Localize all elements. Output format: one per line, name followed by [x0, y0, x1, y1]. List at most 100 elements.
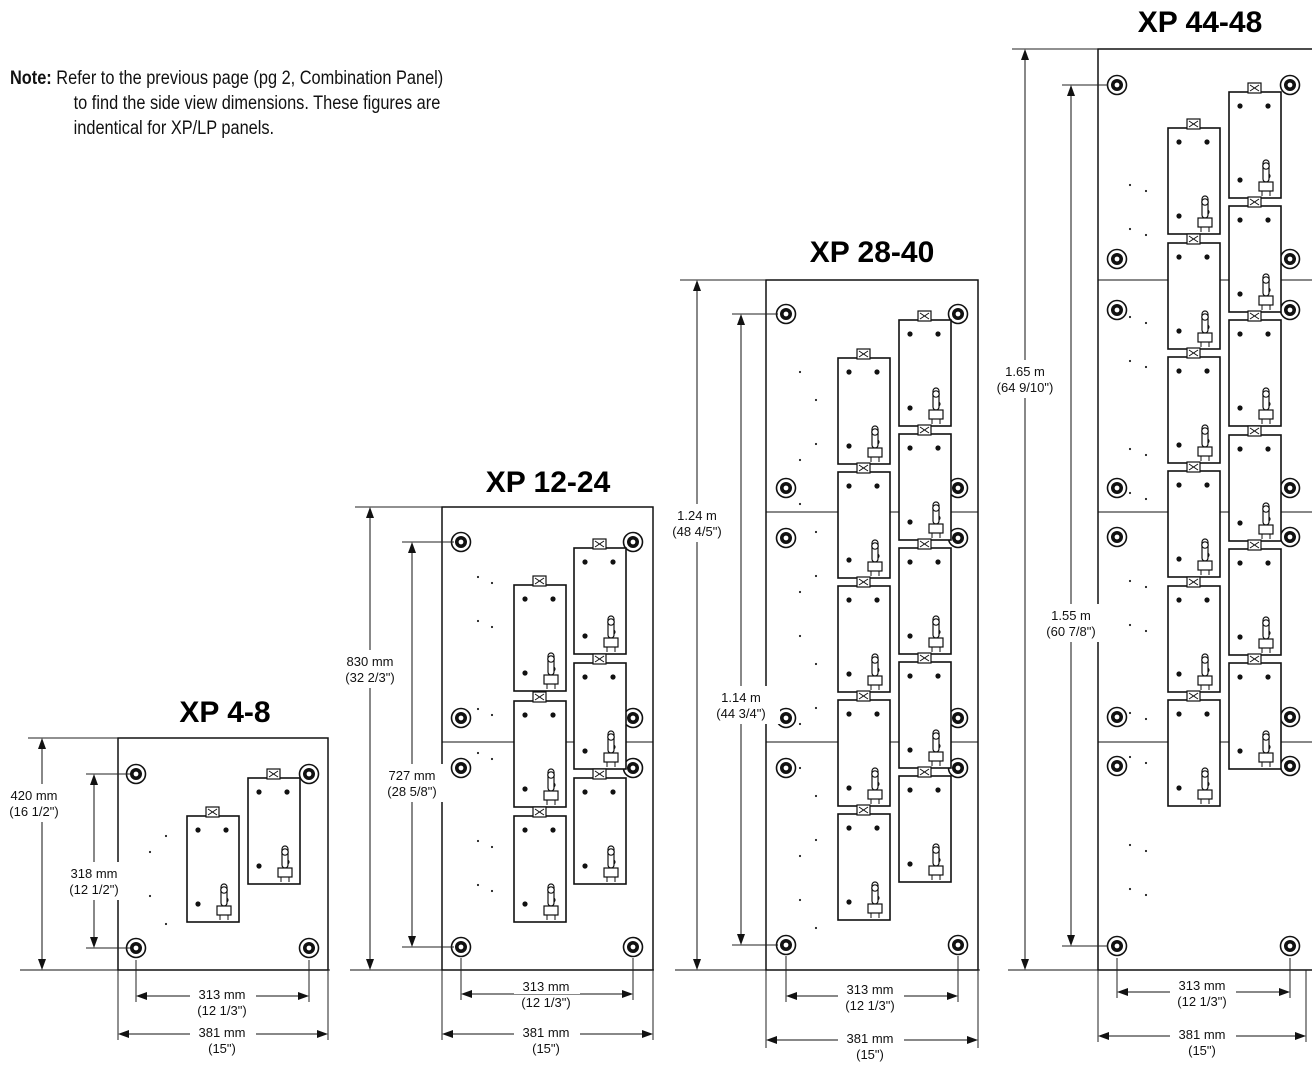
- knockout-dots: [148, 183, 1148, 930]
- overall-width-label: 381 mm: [847, 1031, 894, 1046]
- mount-height-label: 1.55 m: [1051, 608, 1091, 623]
- knockout-dot: [1144, 365, 1148, 369]
- knockout-dot: [1128, 579, 1132, 583]
- knockout-dot: [1128, 711, 1132, 715]
- knockout-dot: [490, 581, 494, 585]
- mount-height-in-label: (44 3/4"): [716, 706, 765, 721]
- mount-height-label: 1.14 m: [721, 690, 761, 705]
- note-line-1: Refer to the previous page (pg 2, Combin…: [56, 68, 444, 89]
- knockout-dot: [798, 854, 802, 858]
- note-line-2: to find the side view dimensions. These …: [73, 93, 441, 114]
- mount-height-in-label: (12 1/2"): [69, 882, 118, 897]
- knockout-dot: [1128, 315, 1132, 319]
- knockout-dot: [798, 458, 802, 462]
- overall-width-label: 381 mm: [1179, 1027, 1226, 1042]
- knockout-dot: [814, 794, 818, 798]
- knockout-dot: [798, 722, 802, 726]
- knockout-dot: [476, 751, 480, 755]
- overall-height-in-label: (16 1/2"): [9, 804, 58, 819]
- overall-width-in-label: (15"): [1188, 1043, 1216, 1058]
- knockout-dot: [814, 398, 818, 402]
- knockout-dot: [1144, 233, 1148, 237]
- knockout-dot: [798, 766, 802, 770]
- panel-title: XP 28-40: [810, 236, 935, 269]
- knockout-dot: [148, 850, 152, 854]
- knockout-dot: [476, 839, 480, 843]
- knockout-dot: [814, 442, 818, 446]
- knockout-dot: [1144, 497, 1148, 501]
- mount-width-label: 313 mm: [199, 987, 246, 1002]
- knockout-dot: [148, 894, 152, 898]
- knockout-dot: [1128, 843, 1132, 847]
- knockout-dot: [490, 757, 494, 761]
- knockout-dot: [1144, 761, 1148, 765]
- mount-width-label: 313 mm: [523, 979, 570, 994]
- overall-height-label: 830 mm: [347, 654, 394, 669]
- mount-width-in-label: (12 1/3"): [521, 995, 570, 1010]
- knockout-dot: [814, 574, 818, 578]
- knockout-dot: [1128, 359, 1132, 363]
- overall-height-in-label: (32 2/3"): [345, 670, 394, 685]
- knockout-dot: [490, 845, 494, 849]
- mount-height-in-label: (28 5/8"): [387, 784, 436, 799]
- knockout-dot: [1144, 629, 1148, 633]
- overall-height-in-label: (48 4/5"): [672, 524, 721, 539]
- knockout-dot: [1128, 227, 1132, 231]
- mount-height-label: 318 mm: [71, 866, 118, 881]
- overall-width-in-label: (15"): [532, 1041, 560, 1056]
- knockout-dot: [490, 713, 494, 717]
- note-text: Note: Refer to the previous page (pg 2, …: [10, 66, 526, 141]
- knockout-dot: [814, 838, 818, 842]
- mount-width-label: 313 mm: [1179, 978, 1226, 993]
- knockout-dot: [1128, 447, 1132, 451]
- panel-title: XP 44-48: [1138, 6, 1263, 39]
- overall-height-label: 420 mm: [11, 788, 58, 803]
- overall-height-label: 1.65 m: [1005, 364, 1045, 379]
- note-label: Note:: [10, 68, 52, 89]
- mount-width-in-label: (12 1/3"): [845, 998, 894, 1013]
- panel-xp-4-8: XP 4-8 420 mm (16 1/2") 318 mm (12 1/2")…: [0, 696, 330, 1056]
- knockout-dot: [490, 889, 494, 893]
- mount-width-label: 313 mm: [847, 982, 894, 997]
- knockout-dot: [798, 502, 802, 506]
- knockout-dot: [476, 619, 480, 623]
- knockout-dot: [1144, 585, 1148, 589]
- mount-width-in-label: (12 1/3"): [1177, 994, 1226, 1009]
- knockout-dot: [1144, 189, 1148, 193]
- knockout-dot: [1144, 453, 1148, 457]
- knockout-dot: [476, 575, 480, 579]
- knockout-dot: [490, 625, 494, 629]
- knockout-dot: [164, 922, 168, 926]
- knockout-dot: [1144, 321, 1148, 325]
- panel-xp-44-48: XP 44-48 1.65 m (64 9/10") 1.55 m (60 7/…: [990, 6, 1312, 1058]
- knockout-dot: [798, 590, 802, 594]
- overall-height-in-label: (64 9/10"): [997, 380, 1054, 395]
- mount-width-in-label: (12 1/3"): [197, 1003, 246, 1018]
- mount-height-label: 727 mm: [389, 768, 436, 783]
- knockout-dot: [1128, 887, 1132, 891]
- knockout-dot: [798, 634, 802, 638]
- knockout-dot: [814, 926, 818, 930]
- overall-width-label: 381 mm: [523, 1025, 570, 1040]
- mount-height-in-label: (60 7/8"): [1046, 624, 1095, 639]
- panel-xp-28-40: XP 28-40 1.24 m (48 4/5") 1.14 m (44 3/4…: [662, 236, 980, 1062]
- knockout-dot: [1128, 623, 1132, 627]
- note-line-3: indentical for XP/LP panels.: [73, 118, 275, 139]
- knockout-dot: [814, 530, 818, 534]
- knockout-dot: [814, 662, 818, 666]
- knockout-dot: [1128, 183, 1132, 187]
- knockout-dot: [1144, 717, 1148, 721]
- knockout-dot: [1128, 755, 1132, 759]
- knockout-dot: [476, 707, 480, 711]
- overall-width-in-label: (15"): [856, 1047, 884, 1062]
- panel-title: XP 4-8: [179, 696, 270, 729]
- overall-width-label: 381 mm: [199, 1025, 246, 1040]
- knockout-dot: [798, 898, 802, 902]
- panel-xp-12-24: XP 12-24 830 mm (32 2/3") 727 mm (28 5/8…: [332, 466, 654, 1056]
- overall-width-in-label: (15"): [208, 1041, 236, 1056]
- knockout-dot: [1128, 491, 1132, 495]
- knockout-dot: [1144, 893, 1148, 897]
- panel-title: XP 12-24: [486, 466, 611, 499]
- knockout-dot: [814, 706, 818, 710]
